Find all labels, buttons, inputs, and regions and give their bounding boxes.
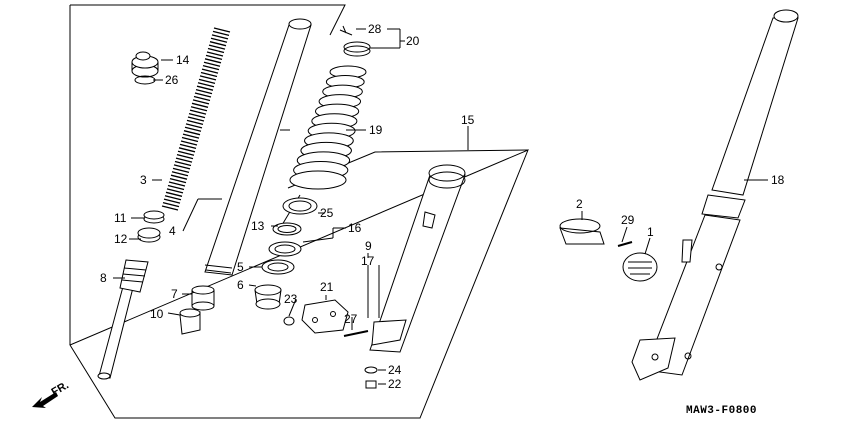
dust-boot-ring: [289, 170, 347, 190]
fork-pipe: [204, 18, 312, 276]
callout-25: 25: [320, 206, 334, 220]
callout-28: 28: [368, 22, 382, 36]
back-up-ring: [272, 222, 302, 236]
callout-6: 6: [237, 278, 244, 292]
callout-12: 12: [114, 232, 128, 246]
callout-16: 16: [348, 221, 362, 235]
sealing-washer: [364, 366, 378, 374]
callout-24: 24: [388, 363, 402, 377]
callout-8: 8: [100, 271, 107, 285]
fork-bolt: [131, 51, 159, 78]
slide-bushing-upper: [254, 284, 282, 310]
callout-27: 27: [344, 312, 358, 326]
callout-5: 5: [237, 260, 244, 274]
fork-holder: [559, 218, 605, 245]
callout-3: 3: [140, 173, 147, 187]
callout-labels: 14 26 3 11 12 8 4 7 10 19 15 25 16 13 5 …: [100, 22, 785, 391]
drawing-code: MAW3-F0800: [686, 405, 757, 417]
callout-14: 14: [176, 53, 190, 67]
socket-bolt: [365, 380, 377, 389]
callout-1: 1: [647, 225, 654, 239]
front-direction-arrow: FR.: [32, 379, 71, 408]
axle-holder: [301, 299, 349, 334]
slide-bushing: [179, 308, 201, 335]
callout-22: 22: [388, 377, 402, 391]
callout-26: 26: [165, 73, 179, 87]
callout-15: 15: [461, 113, 475, 127]
callout-11: 11: [114, 211, 127, 225]
oil-lock-piece: [191, 285, 215, 311]
drain-bolt-washer: [283, 316, 295, 326]
reflector-bolt: [617, 241, 633, 247]
callout-7: 7: [171, 287, 178, 301]
callout-2: 2: [576, 197, 583, 211]
callout-4: 4: [169, 224, 176, 238]
fork-top-bolt: [339, 25, 353, 36]
fork-bottom-case: [369, 164, 466, 353]
fork-top-clamp: [343, 41, 371, 57]
callout-9: 9: [365, 239, 372, 253]
callout-18: 18: [771, 173, 785, 187]
callout-13: 13: [251, 219, 265, 233]
callout-21: 21: [320, 280, 334, 294]
fork-spring: [161, 27, 231, 211]
callout-19: 19: [369, 123, 383, 137]
callout-29: 29: [621, 213, 635, 227]
dust-boot: [289, 65, 367, 190]
oil-seal-stop-ring: [282, 197, 318, 215]
front-fork-assembly: [631, 9, 799, 381]
rebound-spring: [143, 210, 165, 224]
reflector: [622, 252, 658, 282]
callout-23: 23: [284, 292, 298, 306]
leader-lines: [113, 28, 768, 385]
guide-bushing: [261, 259, 295, 275]
damper-rod: [97, 259, 149, 380]
piston-ring: [137, 227, 161, 243]
front-direction-label: FR.: [50, 379, 71, 398]
stud-bolt: [343, 330, 369, 337]
callout-20: 20: [406, 34, 420, 48]
oil-seal: [268, 241, 302, 257]
callout-17: 17: [361, 254, 375, 268]
callout-10: 10: [150, 307, 164, 321]
